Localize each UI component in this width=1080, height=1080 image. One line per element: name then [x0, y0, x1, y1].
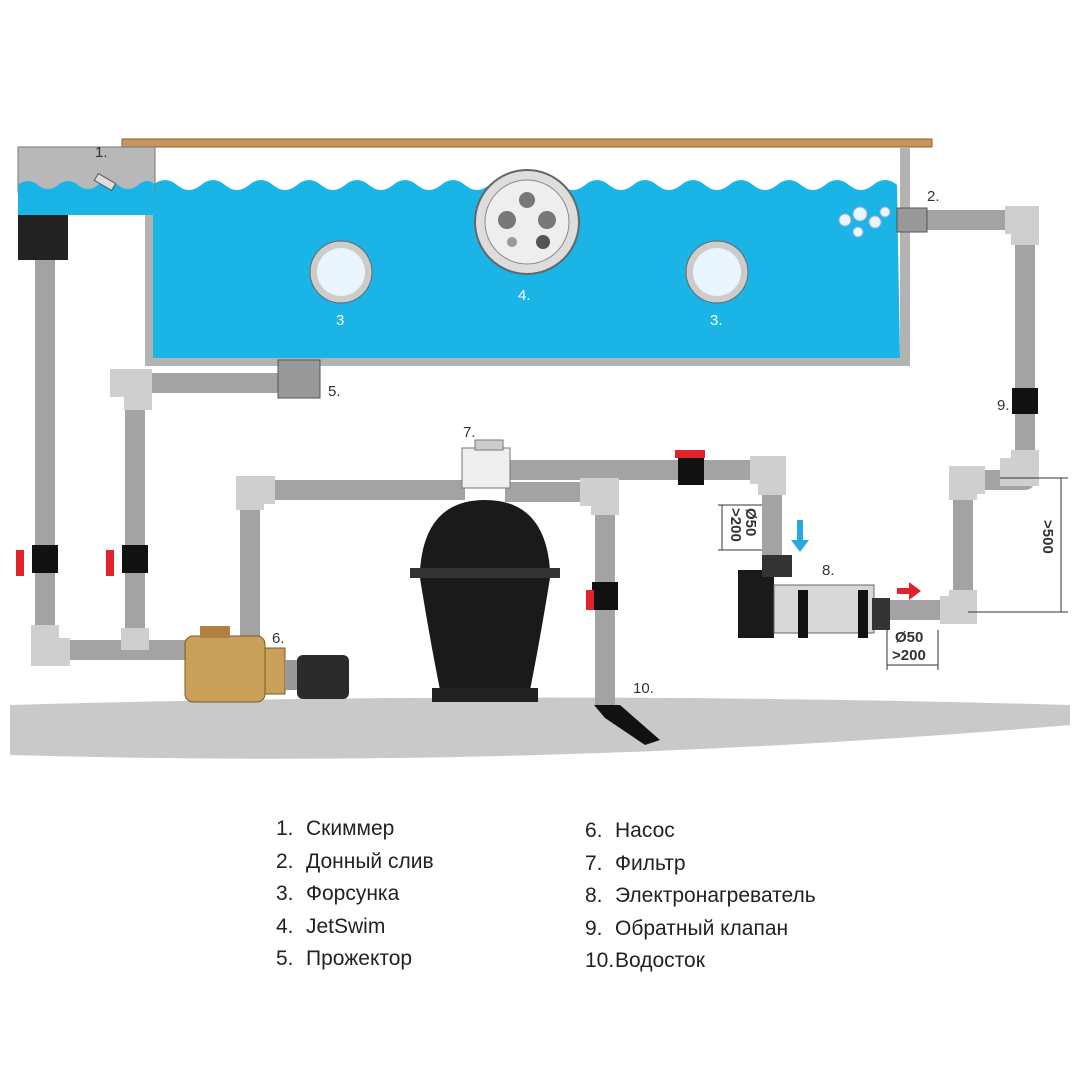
skimmer-body — [17, 146, 156, 193]
bubbles-icon — [838, 206, 891, 238]
nozzle-right-icon — [685, 240, 749, 304]
legend-item: 5.Прожектор — [276, 947, 413, 970]
sand-filter — [410, 439, 560, 702]
dim-inlet-length: >200 — [727, 508, 744, 542]
dim-riser-height: >500 — [1039, 520, 1056, 554]
skimmer-flap-icon — [93, 172, 117, 192]
label-nozzle-left: 3 — [336, 312, 344, 329]
legend-right: 6.Насос 7.Фильтр 8.Электронагреватель 9.… — [585, 815, 816, 978]
label-check-valve: 9. — [997, 397, 1010, 414]
drain-outlet — [594, 705, 660, 745]
label-drain: 10. — [633, 680, 654, 697]
dim-outlet-diameter: Ø50 — [895, 629, 923, 646]
legend-item: 4.JetSwim — [276, 914, 386, 938]
legend-item: 3.Форсунка — [276, 882, 400, 905]
label-heater: 8. — [822, 562, 835, 579]
deck-board — [121, 138, 933, 148]
electric-heater — [738, 555, 890, 638]
legend-item: 2.Донный слив — [276, 849, 434, 873]
jetswim-icon — [474, 169, 580, 275]
flow-in-arrow-icon — [791, 520, 809, 552]
bottom-drain-fitting — [896, 207, 928, 233]
nozzle-left-icon — [309, 240, 373, 304]
dim-outlet-length: >200 — [892, 647, 926, 664]
label-jetswim: 4. — [518, 287, 531, 304]
floor — [10, 697, 1070, 759]
dim-inlet-diameter: Ø50 — [742, 508, 759, 536]
legend-item: 8.Электронагреватель — [585, 884, 816, 907]
label-filter: 7. — [463, 424, 476, 441]
skimmer-basket-icon — [18, 215, 68, 260]
legend-item: 6.Насос — [585, 819, 675, 842]
pump — [184, 626, 349, 703]
pipe-elbows — [31, 206, 1039, 666]
light-housing — [277, 359, 321, 399]
valve-handle-icons — [16, 450, 705, 610]
label-skimmer: 1. — [95, 144, 108, 161]
label-light: 5. — [328, 383, 341, 400]
legend-item: 9.Обратный клапан — [585, 916, 789, 940]
legend-item: 10.Водосток — [585, 949, 705, 972]
label-pump: 6. — [272, 630, 285, 647]
flow-out-arrow-icon — [897, 582, 921, 600]
unions — [32, 388, 1038, 610]
dimension-lines — [718, 477, 1068, 670]
legend-item: 7.Фильтр — [585, 851, 686, 875]
label-nozzle-right: 3. — [710, 312, 723, 329]
label-bottom-drain: 2. — [927, 188, 940, 205]
legend-left: 1.Скиммер 2.Донный слив 3.Форсунка 4.Jet… — [276, 813, 434, 976]
legend-item: 1.Скиммер — [276, 817, 395, 840]
